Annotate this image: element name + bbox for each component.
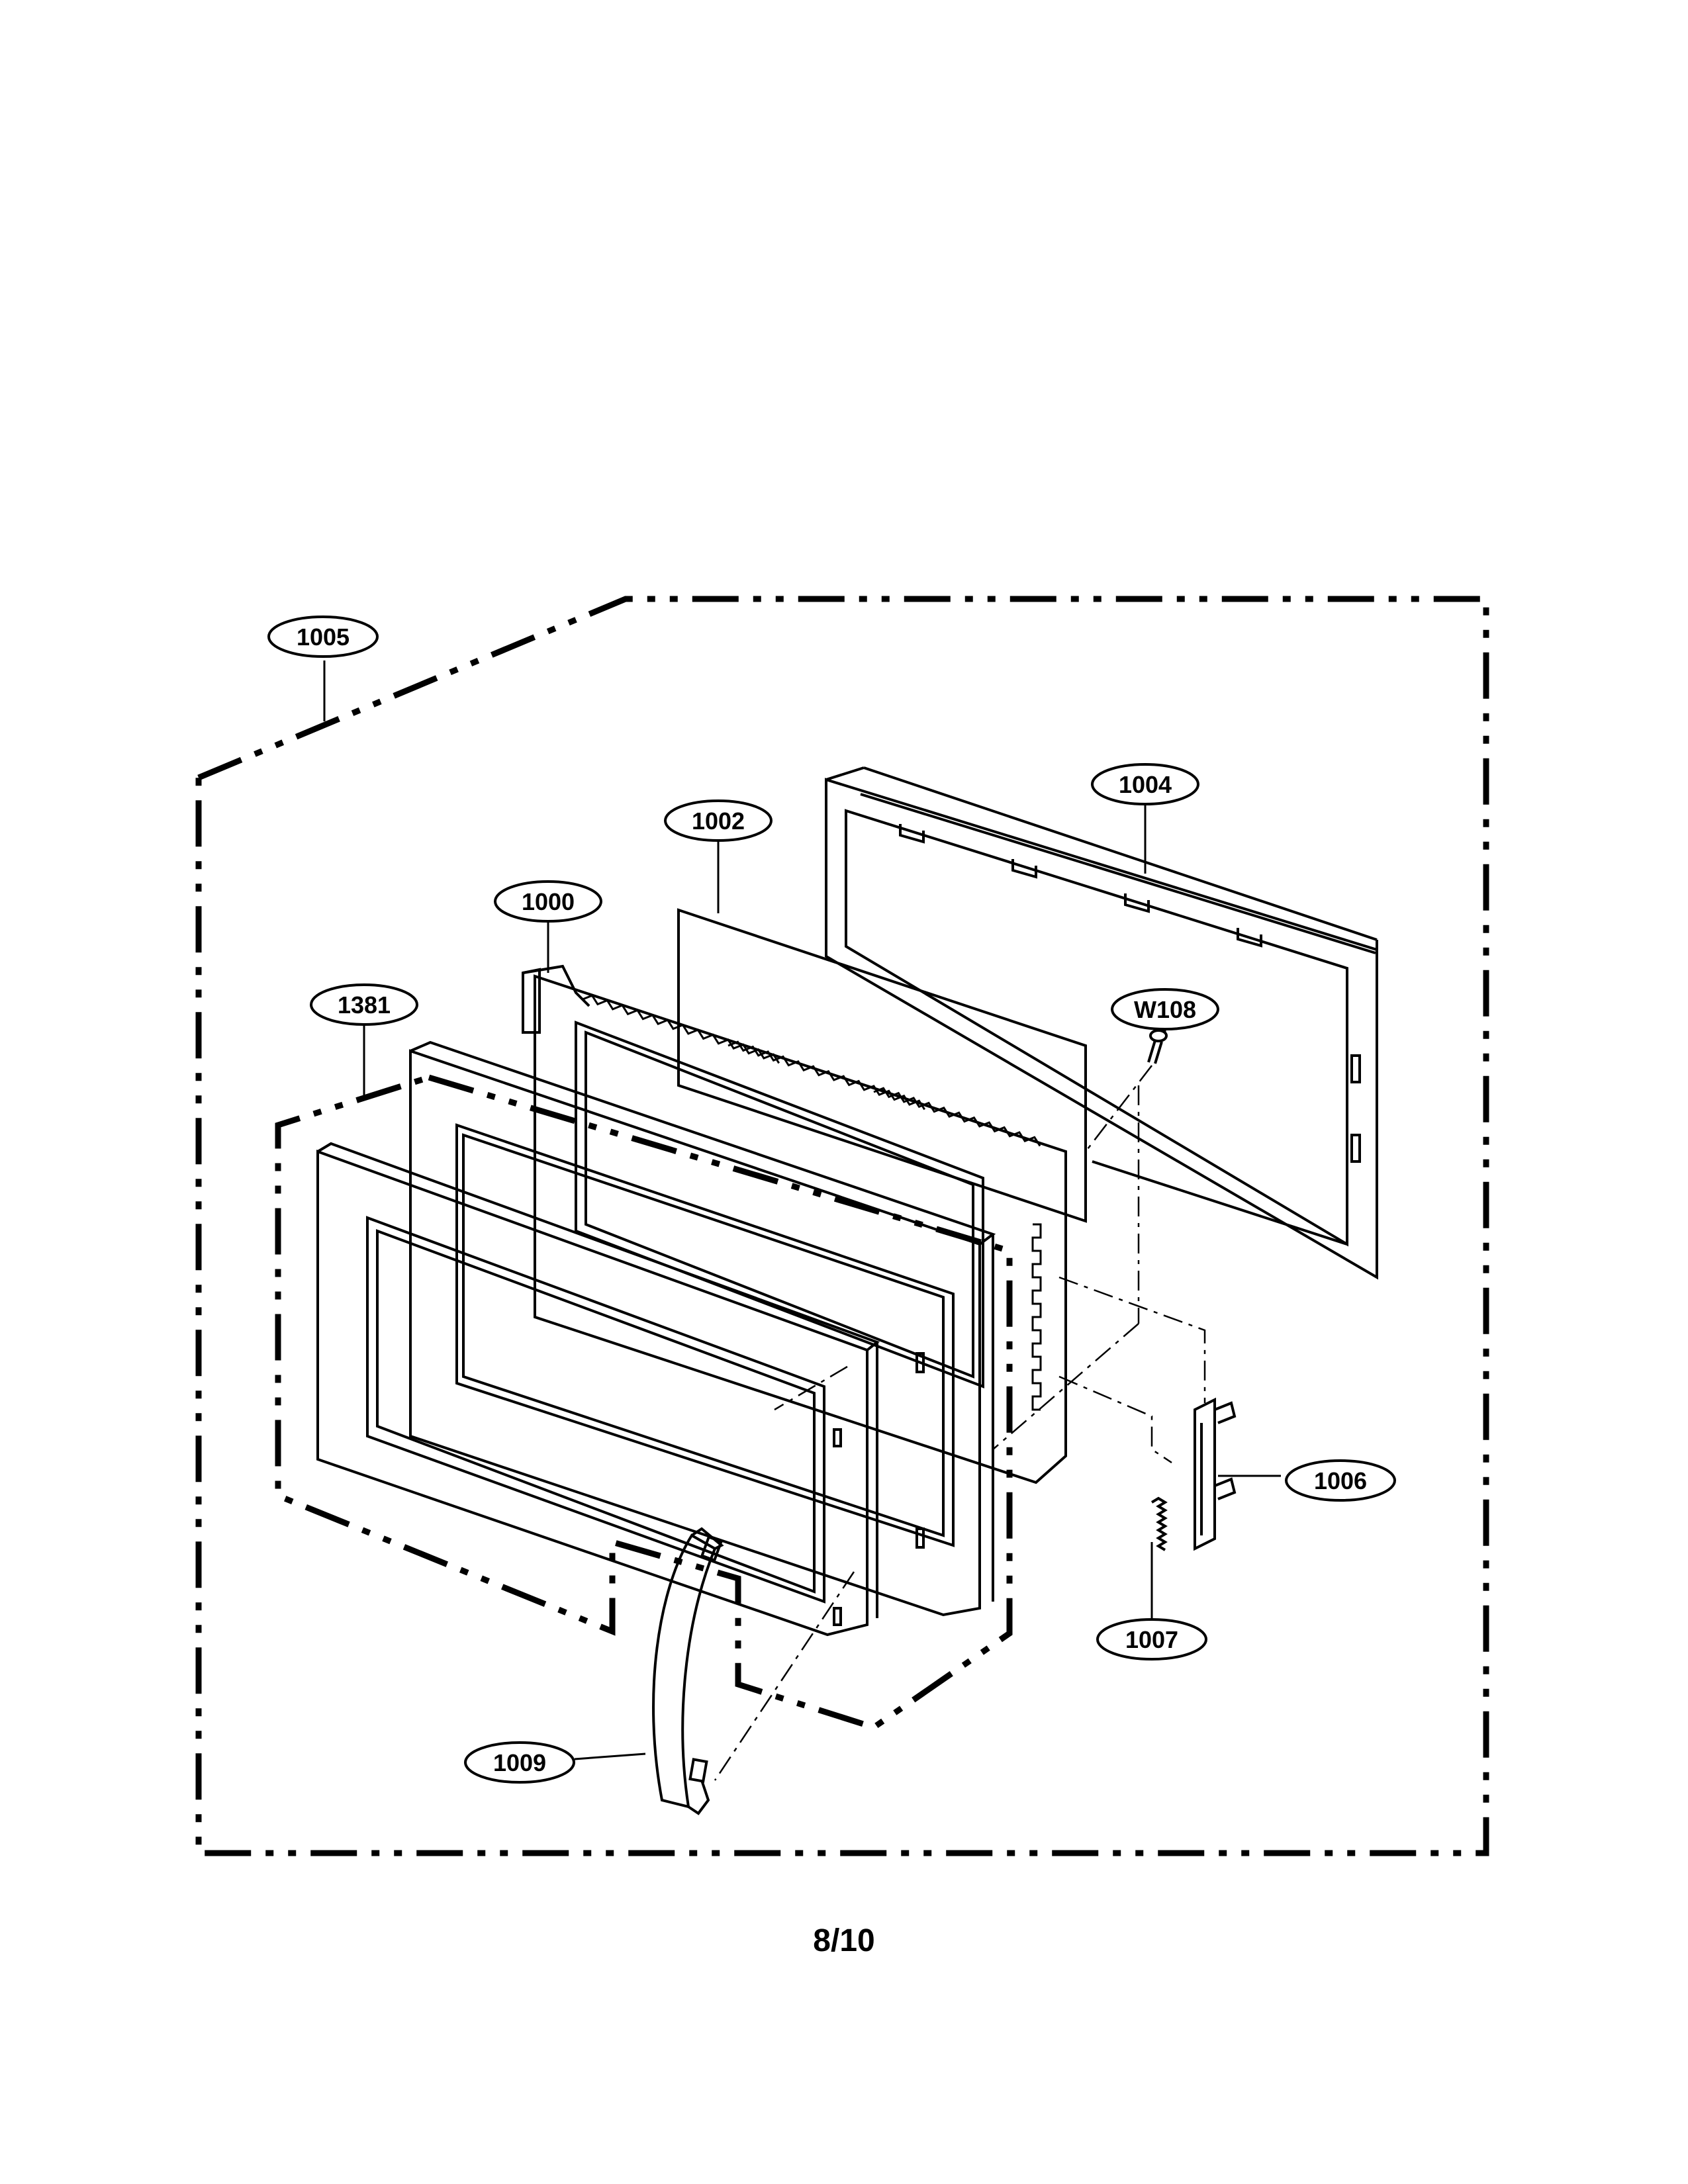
part-1009-handle bbox=[652, 1527, 724, 1815]
svg-text:1002: 1002 bbox=[692, 807, 745, 835]
part-1006-latch bbox=[1194, 1397, 1237, 1551]
page-number: 8/10 bbox=[813, 1923, 875, 1958]
callout-1006: 1006 bbox=[1285, 1459, 1396, 1502]
part-w108-screw bbox=[1147, 1029, 1168, 1064]
part-1000-door-inner bbox=[522, 964, 1067, 1484]
svg-text:W108: W108 bbox=[1134, 996, 1196, 1023]
part-1002-glass-panel bbox=[677, 908, 1087, 1223]
callout-1004: 1004 bbox=[1091, 763, 1199, 805]
assembly-boundary-1005 bbox=[195, 596, 1489, 1856]
svg-text:1381: 1381 bbox=[338, 991, 391, 1019]
callout-1005: 1005 bbox=[267, 615, 379, 658]
svg-text:1000: 1000 bbox=[522, 888, 575, 915]
svg-text:1007: 1007 bbox=[1125, 1626, 1178, 1653]
callout-1007: 1007 bbox=[1096, 1618, 1207, 1661]
part-1004-door-frame bbox=[825, 766, 1378, 1280]
assembly-boundary-1381 bbox=[275, 1074, 1013, 1731]
part-1007-spring bbox=[1150, 1496, 1168, 1551]
callout-1000: 1000 bbox=[494, 880, 602, 923]
callout-1009: 1009 bbox=[464, 1741, 575, 1784]
part-door-front-panel bbox=[409, 1040, 996, 1617]
callout-1381: 1381 bbox=[310, 983, 418, 1026]
svg-text:1006: 1006 bbox=[1314, 1467, 1367, 1494]
callout-1002: 1002 bbox=[664, 799, 773, 842]
svg-text:1004: 1004 bbox=[1119, 771, 1172, 798]
assembly-centerlines bbox=[714, 1065, 1206, 1781]
svg-text:1005: 1005 bbox=[297, 623, 350, 651]
svg-text:1009: 1009 bbox=[493, 1749, 546, 1776]
callout-w108: W108 bbox=[1111, 988, 1219, 1030]
part-door-outer-trim bbox=[316, 1142, 880, 1637]
